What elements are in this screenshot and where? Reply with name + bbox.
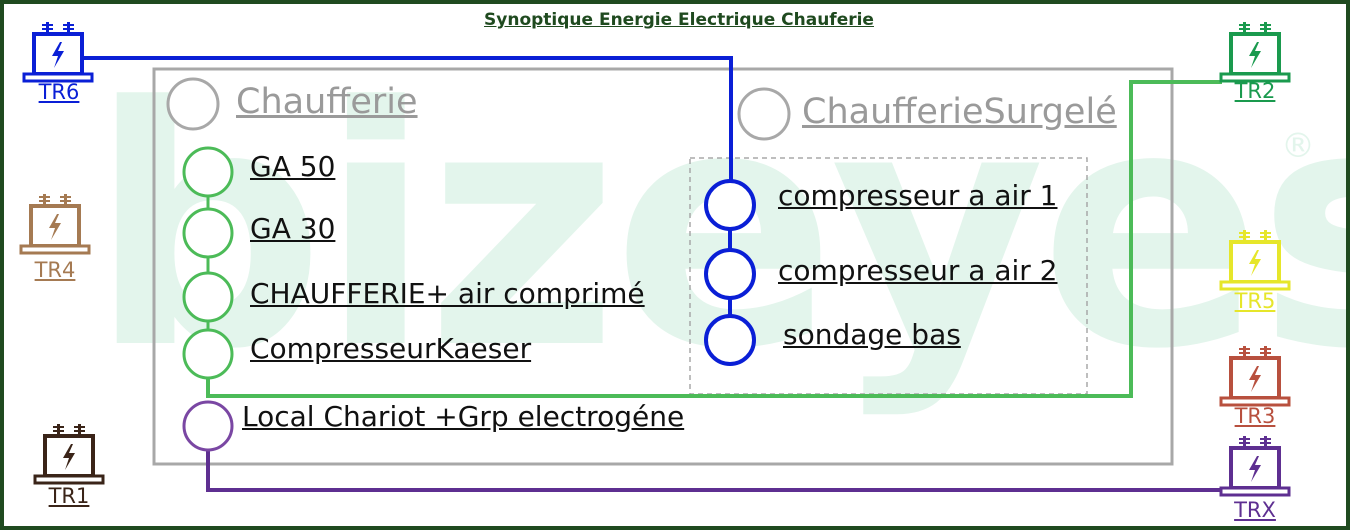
- registered-mark: ®: [1281, 126, 1315, 166]
- feed-line-purple: [206, 450, 1222, 492]
- group-icon-surgele: [737, 87, 791, 141]
- transformer-icon: [1219, 436, 1291, 497]
- feeder-label-local-chariot[interactable]: Local Chariot +Grp electrogéne: [242, 400, 685, 433]
- transformer-tr3[interactable]: TR3: [1210, 342, 1300, 434]
- node-ga30[interactable]: [182, 207, 234, 259]
- transformer-icon: [19, 194, 91, 255]
- feeder-label-comp2[interactable]: compresseur a air 2: [778, 254, 1058, 287]
- feed-line-green: [206, 80, 1222, 398]
- node-ga50[interactable]: [182, 146, 234, 198]
- page-title: Synoptique Energie Electrique Chauferie: [484, 10, 874, 30]
- transformer-icon: [22, 22, 94, 83]
- transformer-label: TR2: [1234, 79, 1276, 103]
- node-sondage[interactable]: [704, 314, 756, 366]
- node-comp2[interactable]: [704, 248, 756, 300]
- feeder-label-kaeser[interactable]: CompresseurKaeser: [250, 332, 532, 365]
- group-box-chaufferie: [152, 67, 1174, 466]
- transformer-label: TR5: [1234, 289, 1276, 313]
- node-comp1[interactable]: [704, 179, 756, 231]
- feeder-label-comp1[interactable]: compresseur a air 1: [778, 179, 1058, 212]
- transformer-icon: [1219, 230, 1291, 291]
- transformer-tr4[interactable]: TR4: [10, 188, 100, 282]
- transformer-icon: [1219, 22, 1291, 83]
- node-chaufferie-air[interactable]: [182, 271, 234, 323]
- transformer-tr5[interactable]: TR5: [1208, 226, 1298, 318]
- transformer-label: TR1: [48, 484, 90, 508]
- transformer-tr1[interactable]: TR1: [24, 418, 114, 510]
- transformer-tr6[interactable]: TR6: [20, 18, 110, 110]
- group-label-surgele[interactable]: ChaufferieSurgelé: [802, 92, 1117, 132]
- transformer-icon: [1219, 346, 1291, 407]
- transformer-label: TR3: [1234, 404, 1276, 428]
- wiring-layer: [77, 56, 1222, 492]
- feeder-label-ga30[interactable]: GA 30: [250, 212, 336, 245]
- feed-line-blue: [77, 56, 733, 182]
- feeder-label-sondage[interactable]: sondage bas: [783, 318, 961, 351]
- group-icon-chaufferie: [166, 77, 220, 131]
- transformer-label: TR4: [34, 258, 76, 282]
- group-label-chaufferie[interactable]: Chaufferie: [236, 82, 418, 122]
- node-kaeser[interactable]: [182, 328, 234, 380]
- node-local-chariot[interactable]: [182, 400, 234, 452]
- transformer-tr2[interactable]: TR2: [1210, 18, 1300, 110]
- feeder-label-ga50[interactable]: GA 50: [250, 150, 336, 183]
- transformer-label: TR6: [38, 80, 80, 104]
- transformer-trx[interactable]: TRX: [1210, 432, 1300, 524]
- feeder-label-chaufferie-air[interactable]: CHAUFFERIE+ air comprimé: [250, 277, 645, 310]
- transformer-label: TRX: [1234, 498, 1276, 522]
- transformer-icon: [33, 424, 105, 485]
